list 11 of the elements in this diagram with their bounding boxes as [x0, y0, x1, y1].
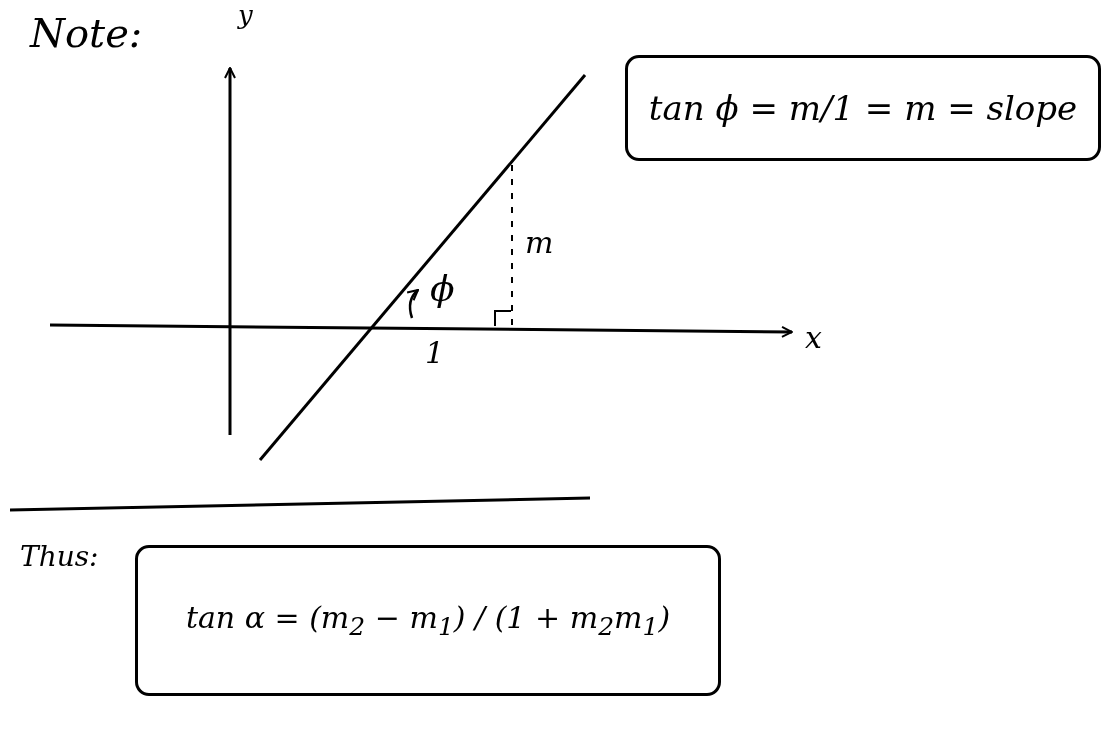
- formula-box: [625, 55, 1101, 161]
- thus-heading: Thus:: [20, 540, 99, 573]
- formula-box: [135, 545, 721, 696]
- length-label: m: [525, 225, 554, 260]
- length-label: 1: [425, 335, 445, 370]
- axis-label: y: [238, 0, 253, 30]
- formula: tan ϕ = m/1 = m = slope: [648, 88, 1078, 128]
- note-heading: Note:: [30, 10, 143, 56]
- formula: tan α = (m$_{2}$ − m$_{1}$) / (1 + m$_{2}$m$_{1}$): [185, 600, 671, 641]
- angle-label: ϕ: [430, 268, 455, 309]
- axis-label: x: [805, 320, 822, 355]
